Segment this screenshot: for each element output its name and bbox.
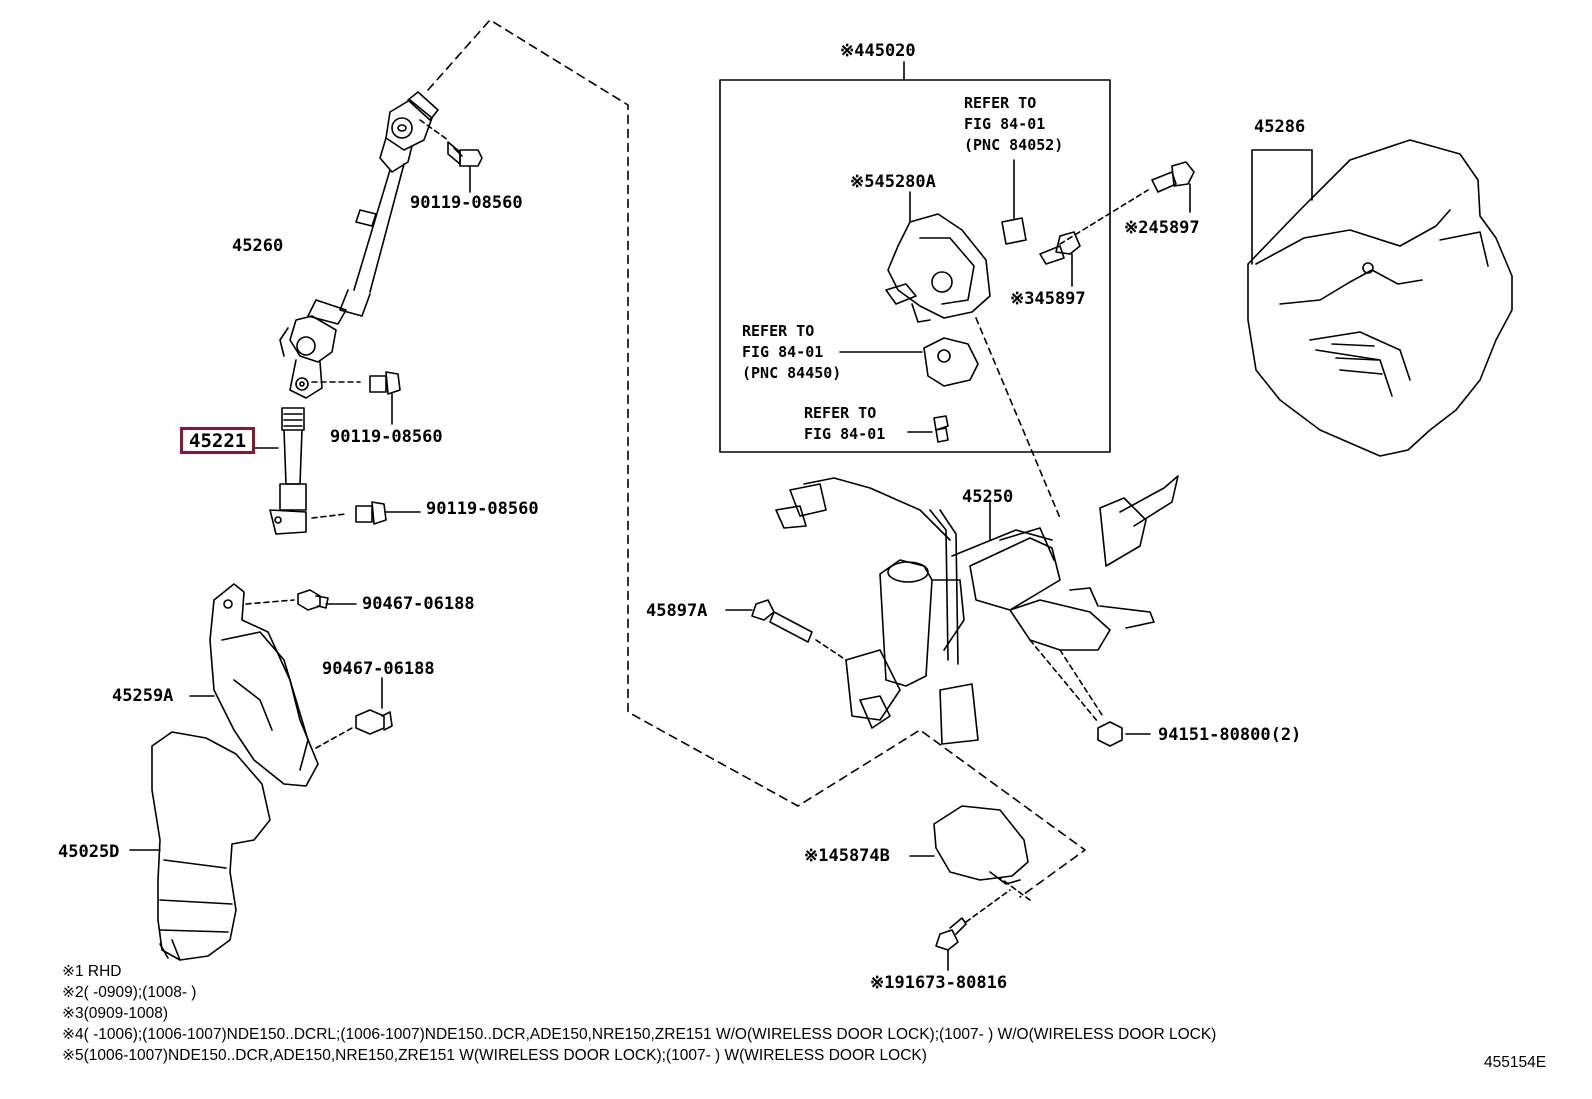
label-45025D: 45025D <box>58 842 120 862</box>
refer-note-2-line3: (PNC 84450) <box>742 364 842 382</box>
refer-note-2-line2: FIG 84-01 <box>742 343 824 361</box>
refer-note-1-line1: REFER TO <box>964 94 1037 112</box>
bolt-45897-3 <box>1039 231 1081 287</box>
bolt-90119-top <box>419 119 483 193</box>
footnote-1: ※1 RHD <box>62 963 122 980</box>
label-90119-08560-bottom: 90119-08560 <box>426 499 539 519</box>
footnote-4: ※4( -1006);(1006-1007)NDE150..DCRL;(1006… <box>62 1026 1217 1043</box>
nut-94151 <box>1029 639 1151 747</box>
assembly-box-45020 <box>719 79 1111 453</box>
clip-90467-bottom <box>315 677 393 749</box>
bolt-90119-mid <box>311 371 401 425</box>
label-91673-80816: ※191673-80816 <box>870 973 1008 993</box>
label-45280A: ※545280A <box>850 172 936 192</box>
connector-part <box>1001 159 1027 245</box>
label-90119-08560-mid: 90119-08560 <box>330 427 443 447</box>
footnote-5: ※5(1006-1007)NDE150..DCR,ADE150,NRE150,Z… <box>62 1047 927 1064</box>
footnote-3: ※3(0909-1008) <box>62 1005 169 1022</box>
screw-91673 <box>935 889 1011 971</box>
cover-45025D <box>129 731 271 961</box>
key-cylinder-45280A <box>885 191 991 323</box>
refer-note-1-line3: (PNC 84052) <box>964 136 1064 154</box>
cover-45286 <box>1247 139 1513 457</box>
figure-code: 455154E <box>1484 1054 1547 1071</box>
label-45874B: ※145874B <box>804 846 890 866</box>
label-90467-06188-bottom: 90467-06188 <box>322 659 435 679</box>
label-45020: ※445020 <box>840 41 916 61</box>
label-45260: 45260 <box>232 236 284 256</box>
refer-note-1-line2: FIG 84-01 <box>964 115 1046 133</box>
label-45221-highlighted[interactable]: 45221 <box>180 427 256 454</box>
dashed-boundary <box>427 19 1086 898</box>
label-94151-80800: 94151-80800(2) <box>1158 725 1302 745</box>
label-90467-06188-top: 90467-06188 <box>362 594 475 614</box>
steering-column-45250 <box>775 475 1179 745</box>
label-45897-2: ※245897 <box>1124 218 1200 238</box>
label-45259A: 45259A <box>112 686 174 706</box>
label-45897A: 45897A <box>646 601 708 621</box>
refer-note-3-line1: REFER TO <box>804 404 877 422</box>
footnote-2: ※2( -0909);(1008- ) <box>62 984 197 1001</box>
shaft-45221 <box>253 407 347 535</box>
label-90119-08560-top: 90119-08560 <box>410 193 523 213</box>
sensor-84450 <box>839 337 979 387</box>
screw-84-01 <box>907 415 949 443</box>
clip-90467-top <box>245 589 357 611</box>
bolt-90119-bottom <box>355 501 421 525</box>
refer-note-2-line1: REFER TO <box>742 322 815 340</box>
cover-45874B <box>909 805 1029 885</box>
intermediate-shaft-45260 <box>279 91 439 399</box>
label-45250: 45250 <box>962 487 1014 507</box>
label-45897-3: ※345897 <box>1010 289 1086 309</box>
label-45286: 45286 <box>1254 117 1306 137</box>
refer-note-3-line2: FIG 84-01 <box>804 425 886 443</box>
cover-45259A <box>189 583 319 787</box>
bolt-45897A <box>725 599 847 661</box>
